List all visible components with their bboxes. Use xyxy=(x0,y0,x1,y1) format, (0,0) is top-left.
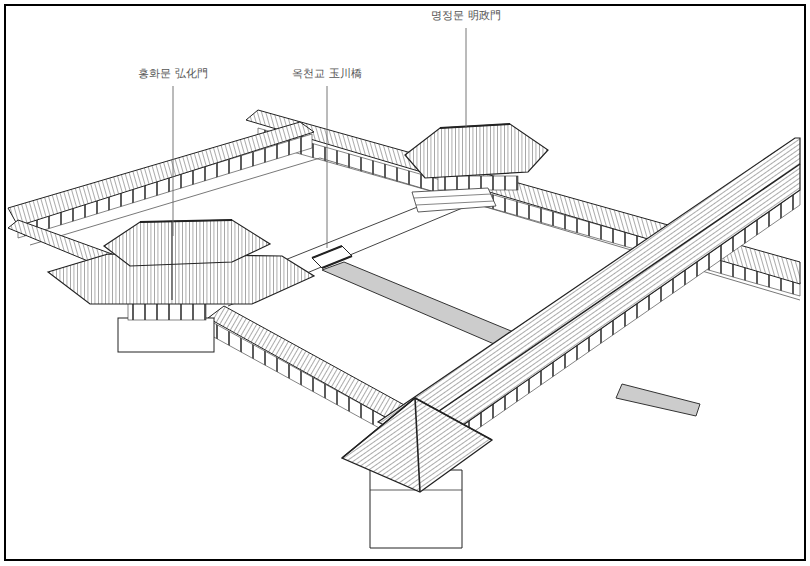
leader-line xyxy=(466,28,467,128)
leader-line xyxy=(173,86,174,236)
part-label: 명정문 明政門 xyxy=(429,9,503,23)
part-label: 옥천교 玉川橋 xyxy=(290,67,364,81)
part-label: 홍화문 弘化門 xyxy=(136,67,210,81)
leader-line xyxy=(327,86,328,248)
